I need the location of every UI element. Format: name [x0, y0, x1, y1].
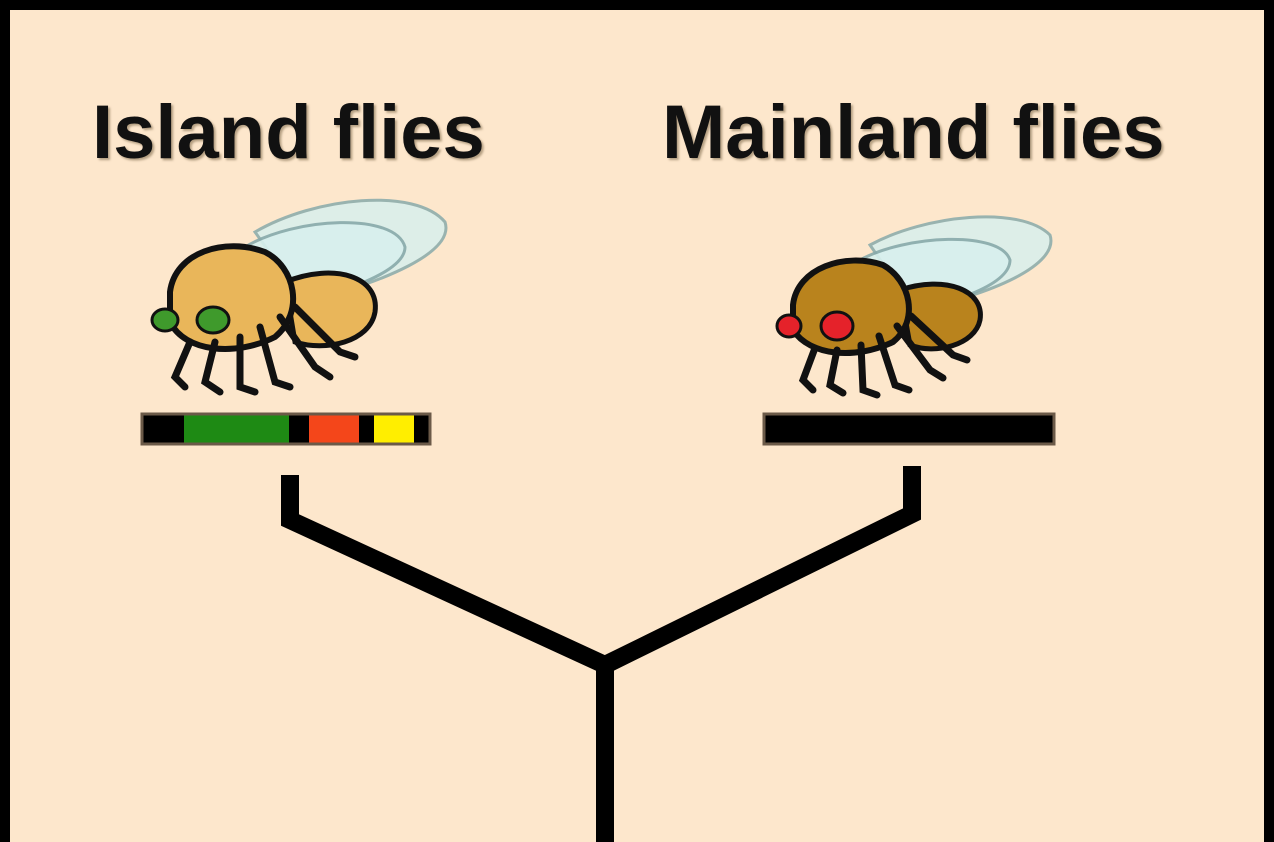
- island-chromosome-outline: [140, 412, 432, 446]
- mainland-fly-icon: [775, 215, 1053, 399]
- island-chromosome-band: [414, 414, 430, 444]
- mainland-chromosome-band: [764, 414, 1054, 444]
- mainland-flies-label: Mainland flies: [662, 90, 1165, 175]
- tree-branch-island: [281, 475, 609, 674]
- island-chromosome-band: [184, 414, 289, 444]
- island-fly-legs: [170, 303, 359, 396]
- island-fly-abdomen: [282, 270, 378, 349]
- mainland-fly-eyes: [775, 310, 855, 342]
- island-chromosome-bar: [140, 412, 432, 446]
- island-chromosome-band: [374, 414, 414, 444]
- phylogenetic-tree: [281, 466, 921, 842]
- island-flies-label: Island flies: [92, 90, 485, 175]
- mainland-fly-thorax: [790, 257, 912, 356]
- island-fly-eyes: [150, 305, 231, 335]
- tree-branch-mainland: [601, 466, 921, 674]
- island-fly-icon: [150, 198, 448, 396]
- mainland-chromosome-bar: [762, 412, 1056, 446]
- island-fly-thorax: [167, 243, 296, 352]
- island-chromosome-band: [142, 414, 184, 444]
- island-chromosome-band: [289, 414, 309, 444]
- island-chromosome-band: [359, 414, 374, 444]
- island-chromosome-band: [309, 414, 359, 444]
- mainland-chromosome-outline: [762, 412, 1056, 446]
- mainland-fly-legs: [798, 312, 971, 399]
- mainland-fly-abdomen: [897, 281, 983, 352]
